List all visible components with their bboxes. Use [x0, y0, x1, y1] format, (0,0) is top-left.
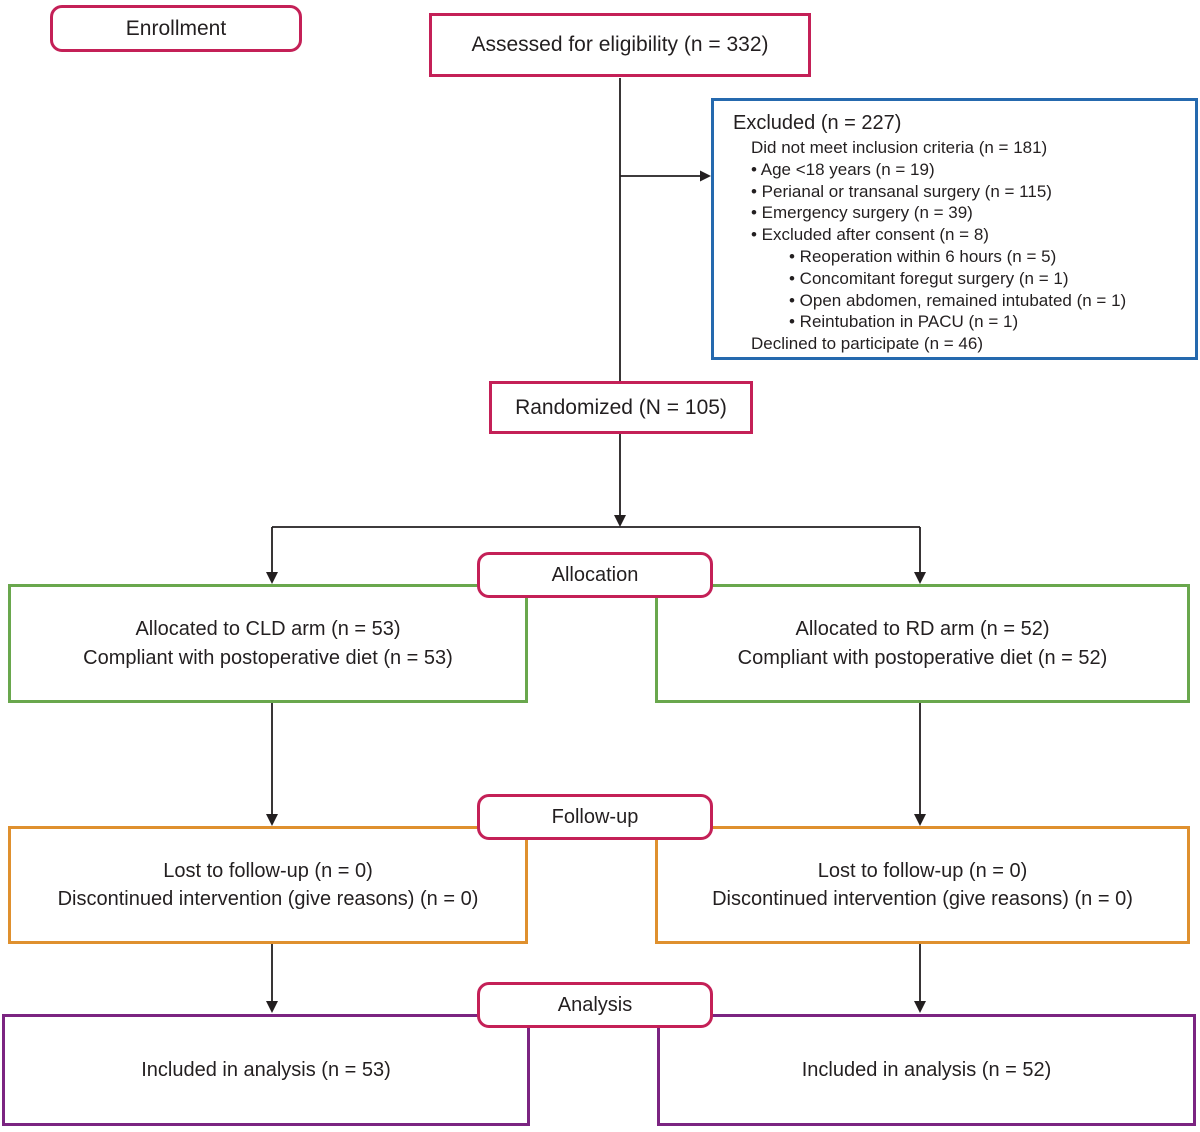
- cld-allocation-box: Allocated to CLD arm (n = 53) Compliant …: [8, 584, 528, 703]
- cld-followup-box: Lost to follow-up (n = 0) Discontinued i…: [8, 826, 528, 944]
- followup-stage-box: Follow-up: [477, 794, 713, 840]
- enrollment-stage-label: Enrollment: [125, 16, 227, 40]
- cld-followup-line2: Discontinued intervention (give reasons)…: [57, 888, 479, 910]
- cld-analysis-box: Included in analysis (n = 53): [2, 1014, 530, 1126]
- cld-allocation-line2: Compliant with postoperative diet (n = 5…: [83, 646, 453, 669]
- cld-analysis-label: Included in analysis (n = 53): [141, 1058, 391, 1081]
- excluded-line: • Reoperation within 6 hours (n = 5): [789, 246, 1057, 266]
- enrollment-stage-box: Enrollment: [50, 5, 302, 52]
- excluded-line: Did not meet inclusion criteria (n = 181…: [751, 138, 1048, 157]
- excluded-line: • Age <18 years (n = 19): [751, 159, 935, 179]
- cld-allocation-line1: Allocated to CLD arm (n = 53): [135, 618, 401, 641]
- excluded-box: Excluded (n = 227) Did not meet inclusio…: [711, 98, 1198, 360]
- assessed-eligibility-box: Assessed for eligibility (n = 332): [429, 13, 811, 77]
- cld-followup-line1: Lost to follow-up (n = 0): [163, 859, 373, 882]
- excluded-line: • Emergency surgery (n = 39): [751, 203, 973, 223]
- followup-stage-label: Follow-up: [551, 805, 639, 828]
- rd-analysis-label: Included in analysis (n = 52): [801, 1058, 1052, 1081]
- analysis-stage-label: Analysis: [557, 993, 633, 1016]
- rd-followup-line1: Lost to follow-up (n = 0): [817, 859, 1028, 882]
- excluded-line: Declined to participate (n = 46): [751, 334, 983, 354]
- randomized-label: Randomized (N = 105): [515, 395, 727, 419]
- randomized-box: Randomized (N = 105): [489, 381, 753, 434]
- rd-allocation-line2: Compliant with postoperative diet (n = 5…: [737, 646, 1108, 669]
- allocation-stage-label: Allocation: [551, 563, 639, 586]
- excluded-line: • Excluded after consent (n = 8): [751, 225, 989, 245]
- rd-allocation-box: Allocated to RD arm (n = 52) Compliant w…: [655, 584, 1190, 703]
- rd-allocation-line1: Allocated to RD arm (n = 52): [795, 618, 1050, 641]
- allocation-stage-box: Allocation: [477, 552, 713, 598]
- excluded-title: Excluded (n = 227): [733, 112, 902, 134]
- excluded-line: • Concomitant foregut surgery (n = 1): [789, 268, 1069, 288]
- rd-followup-box: Lost to follow-up (n = 0) Discontinued i…: [655, 826, 1190, 944]
- rd-analysis-box: Included in analysis (n = 52): [657, 1014, 1196, 1126]
- excluded-line: • Reintubation in PACU (n = 1): [789, 312, 1019, 332]
- analysis-stage-box: Analysis: [477, 982, 713, 1028]
- rd-followup-line2: Discontinued intervention (give reasons)…: [712, 888, 1133, 910]
- excluded-line: • Open abdomen, remained intubated (n = …: [789, 290, 1127, 310]
- excluded-line: • Perianal or transanal surgery (n = 115…: [751, 181, 1052, 201]
- assessed-eligibility-label: Assessed for eligibility (n = 332): [471, 33, 769, 57]
